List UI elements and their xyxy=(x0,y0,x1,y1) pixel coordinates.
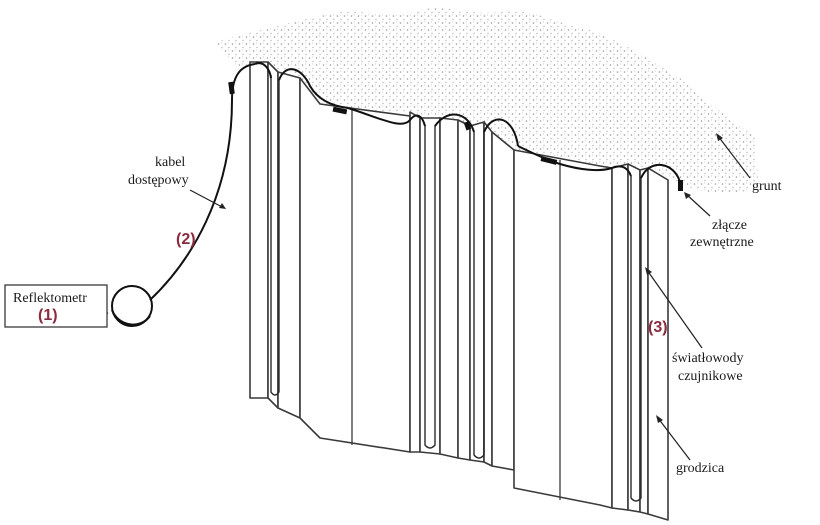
cable-pointer-arrowhead xyxy=(219,203,226,209)
soil-region xyxy=(215,8,758,194)
fibers-number: (3) xyxy=(648,319,668,336)
cable-label-line2: dostępowy xyxy=(128,173,189,188)
soil-label: grunt xyxy=(752,179,782,194)
cable-number: (2) xyxy=(176,231,196,248)
sheet-pile-panel-2 xyxy=(299,77,411,453)
connector-pointer-arrowhead xyxy=(684,192,691,199)
soil-pointer-line xyxy=(717,135,751,179)
sheet-pile-panel-5 xyxy=(611,163,669,521)
sheet-pile-panel-1 xyxy=(249,61,301,419)
cable-pointer-line xyxy=(189,189,225,209)
reflectometer-label: Reflektometr xyxy=(13,291,87,306)
fibers-label-line2: czujnikowe xyxy=(678,369,743,384)
reflectometer-number: (1) xyxy=(38,307,58,324)
sheet-pile-label: grodzica xyxy=(676,461,725,476)
sheet-pile-pointer-arrowhead xyxy=(656,415,663,423)
sheet-pile-panel-4 xyxy=(513,149,613,509)
fibers-pointer-arrowhead xyxy=(645,267,652,275)
connector-pointer-line xyxy=(685,193,711,217)
fibers-pointer-line xyxy=(646,269,703,349)
sensing-fibers xyxy=(270,75,642,502)
fibers-label-line1: światłowody xyxy=(672,351,744,366)
external-connector xyxy=(678,180,683,191)
cable-label-line1: kabel xyxy=(155,155,185,170)
sheet-pile-pointer-line xyxy=(657,417,691,461)
connector-label-line1: złącze xyxy=(712,218,747,233)
reflectometer-box xyxy=(4,284,108,328)
connector-label-line2: zewnętrzne xyxy=(690,235,754,250)
soil-pointer-arrowhead xyxy=(716,133,723,141)
access-cable xyxy=(111,62,681,327)
